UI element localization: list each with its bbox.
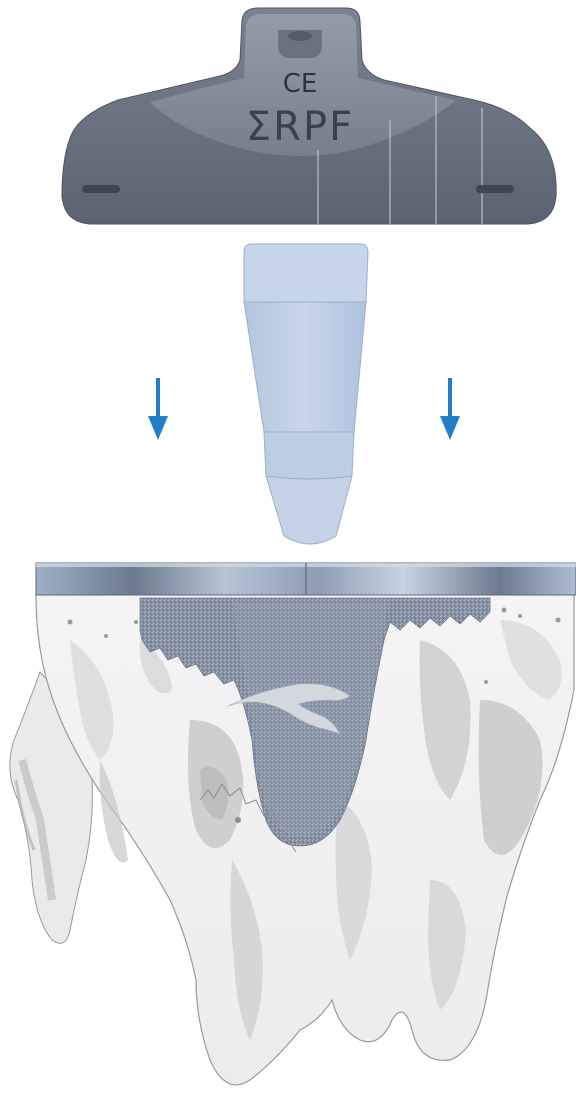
arrow-down-icon-right [440, 378, 460, 440]
stem-peg [244, 244, 368, 544]
arrow-down-icon-left [148, 378, 168, 440]
tibial-tray [36, 563, 576, 595]
bone-foramen [484, 680, 488, 684]
bone-foramen [134, 620, 138, 624]
insert-slot-left [82, 185, 120, 193]
tibia-bone [10, 594, 574, 1085]
peg-collar [264, 432, 354, 479]
bone-foramen [518, 614, 522, 618]
bone-foramen [502, 608, 507, 613]
peg-cap [244, 244, 368, 302]
bone-foramen [104, 634, 108, 638]
insert-slot-right [476, 185, 514, 193]
bone-foramen [556, 618, 561, 623]
brand-mark: ΣRPF [246, 104, 354, 150]
bone-foramen [235, 817, 241, 823]
ce-mark: CE [283, 69, 318, 99]
tibial-insert: CE ΣRPF [62, 8, 556, 224]
peg-shaft [244, 302, 366, 432]
bone-foramen [68, 620, 73, 625]
peg-tip [266, 476, 352, 544]
